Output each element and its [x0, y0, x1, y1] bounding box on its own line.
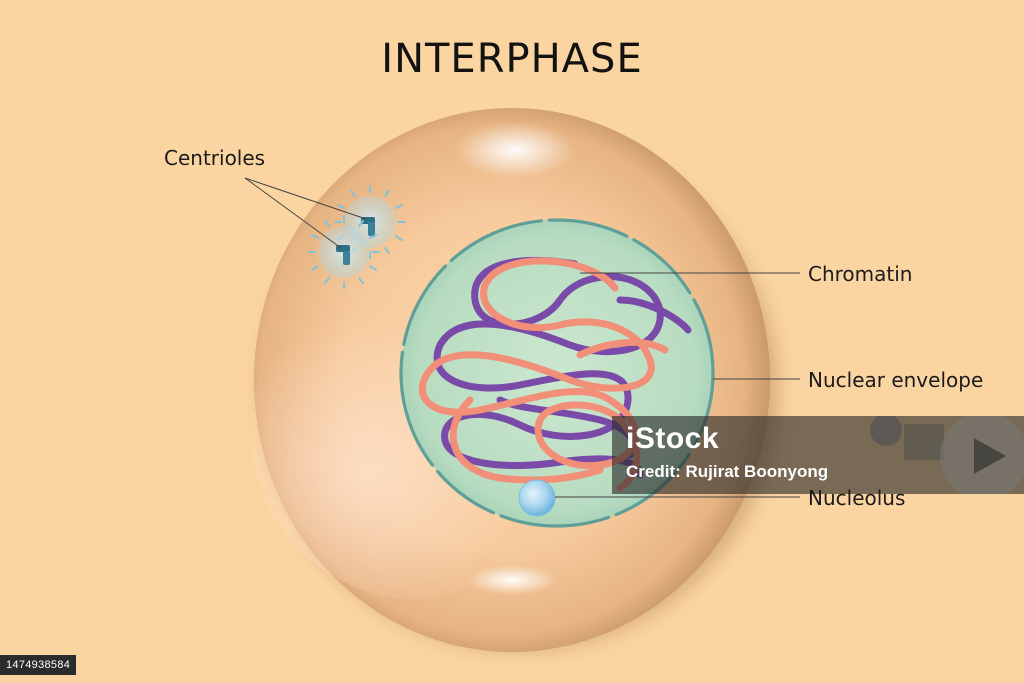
leader-line-centriole-lower: [244, 177, 342, 249]
stock-id-badge: 1474938584: [0, 655, 77, 675]
centriole-lower: [308, 215, 380, 289]
cell-highlight-bottom: [467, 565, 557, 595]
label-chromatin: Chromatin: [808, 262, 913, 286]
watermark-credit: Credit: Rujirat Boonyong: [626, 462, 829, 481]
chromatin-salmon-strand-2: [576, 338, 669, 359]
diagram-title: INTERPHASE: [381, 36, 643, 82]
label-nucleolus: Nucleolus: [808, 486, 906, 510]
chromatin-purple-strand: [433, 257, 664, 479]
nucleolus: [518, 479, 556, 517]
nuclear-envelope: [399, 218, 715, 528]
leader-lines: [244, 177, 800, 498]
chromatin-salmon-strand: [418, 257, 655, 492]
stock-watermark: iStock Credit: Rujirat Boonyong: [612, 416, 1024, 494]
watermark-decoration: [870, 416, 1024, 494]
label-centrioles: Centrioles: [164, 146, 266, 170]
istock-logo: iStock: [626, 422, 720, 455]
leader-line-centriole-upper: [244, 177, 367, 220]
label-nuclear-envelope: Nuclear envelope: [808, 368, 984, 392]
cell-highlight-top: [455, 122, 575, 178]
